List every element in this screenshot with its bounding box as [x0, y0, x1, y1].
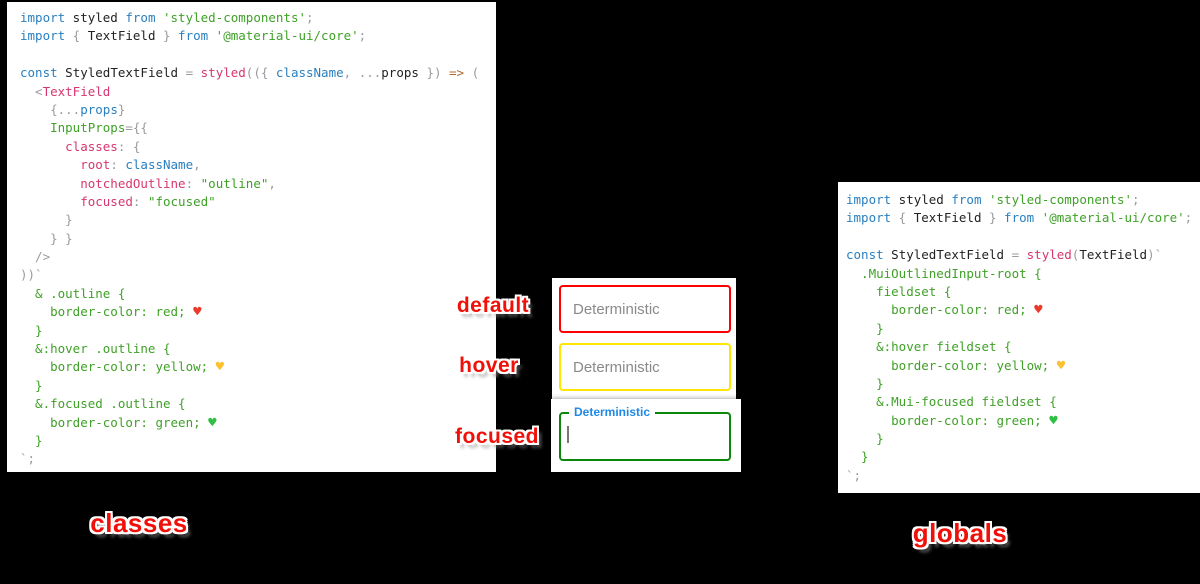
textfield-hover[interactable]: Deterministic [559, 343, 731, 391]
annotation-hover: hover [459, 354, 519, 377]
textfield-focused-label: Deterministic [569, 405, 656, 419]
code-panel-globals: import styled from 'styled-components';i… [838, 182, 1200, 493]
annotation-globals: globals [912, 518, 1008, 548]
annotation-focused: focused [454, 425, 540, 448]
text-cursor [567, 426, 569, 443]
annotation-default: default [456, 294, 530, 317]
textfield-hover-placeholder: Deterministic [573, 358, 660, 376]
code-panel-classes: import styled from 'styled-components';i… [7, 2, 496, 472]
annotation-classes: classes [90, 508, 188, 538]
textfield-default-placeholder: Deterministic [573, 300, 660, 318]
textfield-default[interactable]: Deterministic [559, 285, 731, 333]
textfield-focused[interactable] [559, 412, 731, 461]
